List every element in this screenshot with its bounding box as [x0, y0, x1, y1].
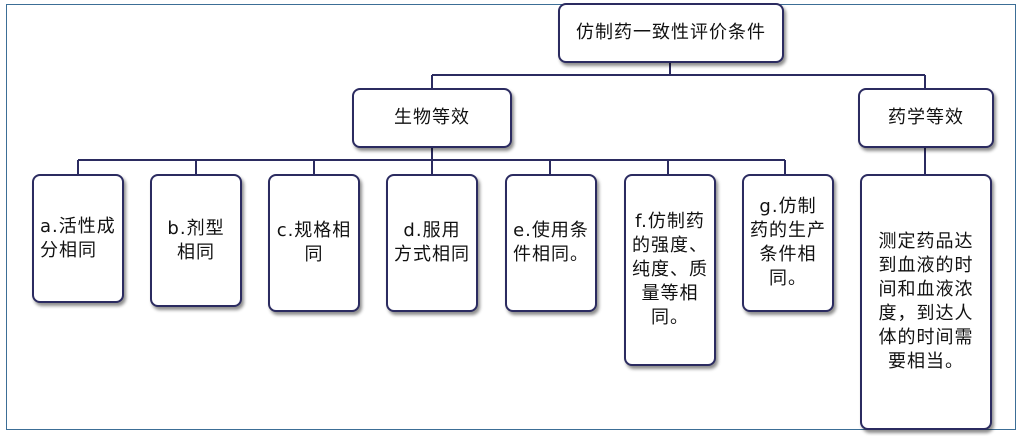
branch-node-pharmaceutical-equivalence: 药学等效 [858, 88, 994, 148]
child-label: a.活性成分相同 [40, 215, 116, 261]
child-node-e: e.使用条件相同。 [505, 174, 597, 312]
child-node-a: a.活性成分相同 [32, 174, 124, 303]
child-node-pharma: 测定药品达到血液的时间和血液浓度，到达人体的时间需要相当。 [860, 174, 992, 430]
child-node-c: c.规格相同 [268, 174, 360, 312]
root-label: 仿制药一致性评价条件 [576, 22, 766, 43]
branch-node-bioequivalence: 生物等效 [352, 88, 512, 148]
child-label: g.仿制药的生产条件相同。 [750, 196, 826, 289]
child-label: b.剂型相同 [167, 217, 225, 263]
child-node-b: b.剂型相同 [150, 174, 242, 307]
child-label: c.规格相同 [276, 220, 352, 265]
child-node-d: d.服用方式相同 [386, 174, 478, 312]
branch-label: 生物等效 [394, 107, 470, 128]
child-label: d.服用方式相同 [394, 220, 470, 265]
child-label: f.仿制药的强度、纯度、质量等相同。 [632, 211, 708, 328]
child-label: 测定药品达到血液的时间和血液浓度，到达人体的时间需要相当。 [878, 231, 974, 372]
child-node-g: g.仿制药的生产条件相同。 [742, 174, 834, 312]
child-node-f: f.仿制药的强度、纯度、质量等相同。 [624, 174, 716, 366]
root-node: 仿制药一致性评价条件 [558, 3, 784, 63]
child-label: e.使用条件相同。 [513, 220, 589, 265]
branch-label: 药学等效 [888, 107, 964, 128]
